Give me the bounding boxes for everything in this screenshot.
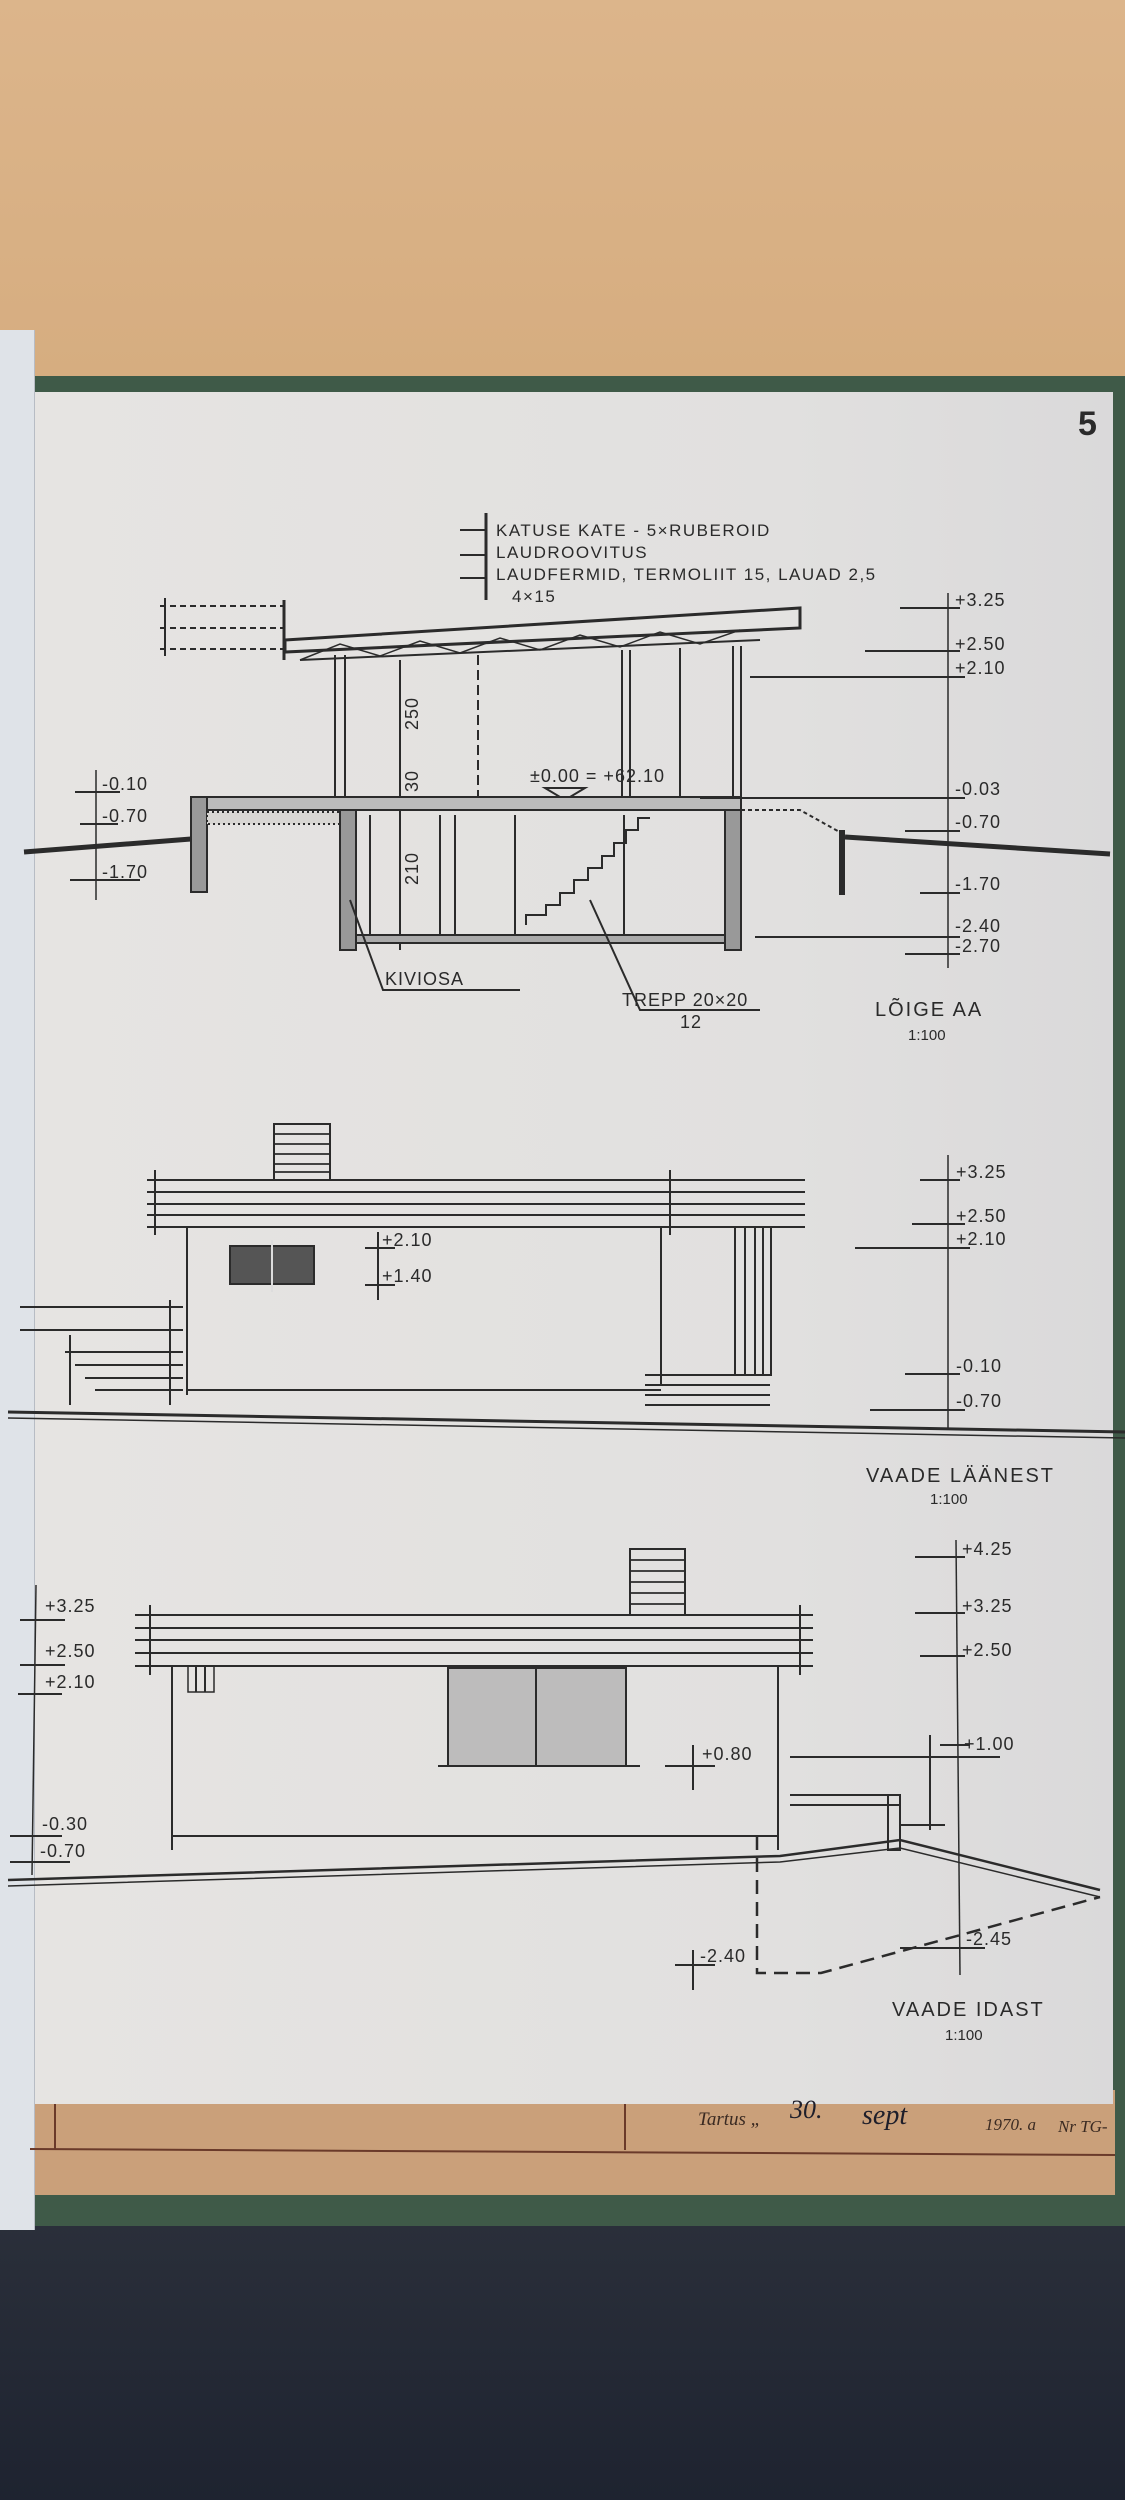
- section-scale: 1:100: [908, 1027, 946, 1044]
- roof-fascia: [147, 1170, 805, 1235]
- excavation-dashed-line: [755, 1836, 1101, 1975]
- footer-year: 1970. a: [985, 2115, 1036, 2134]
- level-label: -2.45: [966, 1929, 1012, 1949]
- dimension-30: 30: [402, 770, 422, 792]
- elevation-scale-right: +3.25 +2.50 +2.10 -0.03 -0.70 -1.70 -2.4…: [700, 590, 1006, 968]
- title-block: Tartus „ 30. sept 1970. a Nr TG-: [29, 2095, 1116, 2156]
- stair-label: TREPP 20×20: [622, 990, 748, 1010]
- level-label: -0.70: [102, 806, 148, 826]
- title-block-strip: [30, 2090, 1115, 2195]
- kiviosa-label: KIVIOSA: [385, 969, 464, 989]
- porch-posts: [734, 1226, 772, 1376]
- view-west-scale: 1:100: [930, 1491, 968, 1508]
- porch: [790, 1735, 1000, 1851]
- level-label: +2.10: [45, 1672, 96, 1692]
- porch-steps: [645, 1374, 770, 1406]
- elevation-scale-left: +3.25 +2.50 +2.10 -0.30 -0.70: [10, 1584, 96, 1876]
- section-title: LÕIGE AA: [875, 997, 983, 1021]
- level-label: -2.40: [955, 916, 1001, 936]
- ground-line: [7, 1410, 1125, 1434]
- level-label: +3.25: [962, 1596, 1013, 1616]
- page-number: 5: [1078, 405, 1097, 443]
- floor-slab: [190, 796, 742, 811]
- view-east: +0.80 -2.40 +3.25 +2.50 +2.10 -0.30 -0.7…: [7, 1539, 1101, 2044]
- level-label: -0.03: [955, 779, 1001, 799]
- level-label: -0.70: [955, 812, 1001, 832]
- level-label: +2.10: [955, 658, 1006, 678]
- basement-wall-right: [724, 809, 742, 951]
- dimension-250: 250: [402, 697, 422, 730]
- left-page-edge: [0, 330, 35, 2230]
- elevation-scale-right: +4.25 +3.25 +2.50 +1.00 -2.45: [900, 1539, 1015, 1976]
- level-label: -0.30: [42, 1814, 88, 1834]
- elevation-scale-left: -0.10 -0.70 -1.70: [70, 770, 148, 900]
- section-aa: KATUSE KATE - 5×RUBEROID LAUDROOVITUS LA…: [23, 513, 1111, 1044]
- view-east-scale: 1:100: [945, 2027, 983, 2044]
- level-label: -2.40: [700, 1946, 746, 1966]
- footer-number: Nr TG-: [1057, 2117, 1108, 2136]
- dimension-210: 210: [402, 852, 422, 885]
- level-label: +2.50: [45, 1641, 96, 1661]
- roof-note-line-1: KATUSE KATE - 5×RUBEROID: [496, 521, 771, 540]
- level-label: +2.50: [956, 1206, 1007, 1226]
- roof-note-line-3: LAUDFERMID, TERMOLIIT 15, LAUAD 2,5: [496, 565, 877, 584]
- view-west: +2.10 +1.40 +3.25 +2.50 +2.10 -0.10 -0.7…: [7, 1123, 1125, 1508]
- footer-day: 30.: [789, 2095, 823, 2124]
- view-west-title: VAADE LÄÄNEST: [866, 1465, 1055, 1487]
- footer-place: Tartus „: [698, 2109, 761, 2130]
- roof-fascia: [135, 1605, 813, 1675]
- level-label: -0.10: [102, 774, 148, 794]
- level-label: +3.25: [45, 1596, 96, 1616]
- view-east-title: VAADE IDAST: [892, 1999, 1045, 2021]
- denim-fabric: [0, 2225, 1125, 2500]
- roof-note-line-4: 4×15: [512, 587, 556, 606]
- level-label: +2.50: [962, 1640, 1013, 1660]
- level-label: -0.70: [40, 1841, 86, 1861]
- datum-triangle-icon: [541, 787, 589, 802]
- level-label: -0.10: [956, 1356, 1002, 1376]
- roof-note-line-2: LAUDROOVITUS: [496, 543, 648, 562]
- level-label: +2.10: [382, 1230, 433, 1250]
- level-label: +3.25: [955, 590, 1006, 610]
- footer-month: sept: [862, 2100, 908, 2131]
- ground-line: [7, 1838, 1101, 1892]
- level-label: +0.80: [702, 1744, 753, 1764]
- level-label: -1.70: [955, 874, 1001, 894]
- stair-count: 12: [680, 1012, 702, 1032]
- level-label: +4.25: [962, 1539, 1013, 1559]
- level-label: +2.50: [955, 634, 1006, 654]
- level-label: +1.00: [964, 1734, 1015, 1754]
- left-steps: [20, 1300, 183, 1405]
- roof: [283, 606, 802, 654]
- basement-wall-left: [339, 809, 357, 951]
- level-label: -2.70: [955, 936, 1001, 956]
- level-label: +3.25: [956, 1162, 1007, 1182]
- level-label: +1.40: [382, 1266, 433, 1286]
- columns: [334, 646, 742, 797]
- level-label: -0.70: [956, 1391, 1002, 1411]
- level-label: -1.70: [102, 862, 148, 882]
- level-label: +2.10: [956, 1229, 1007, 1249]
- datum-label: ±0.00 = +62.10: [530, 766, 665, 786]
- stair: [525, 817, 650, 925]
- elevation-scale-right: +3.25 +2.50 +2.10 -0.10 -0.70: [855, 1155, 1007, 1430]
